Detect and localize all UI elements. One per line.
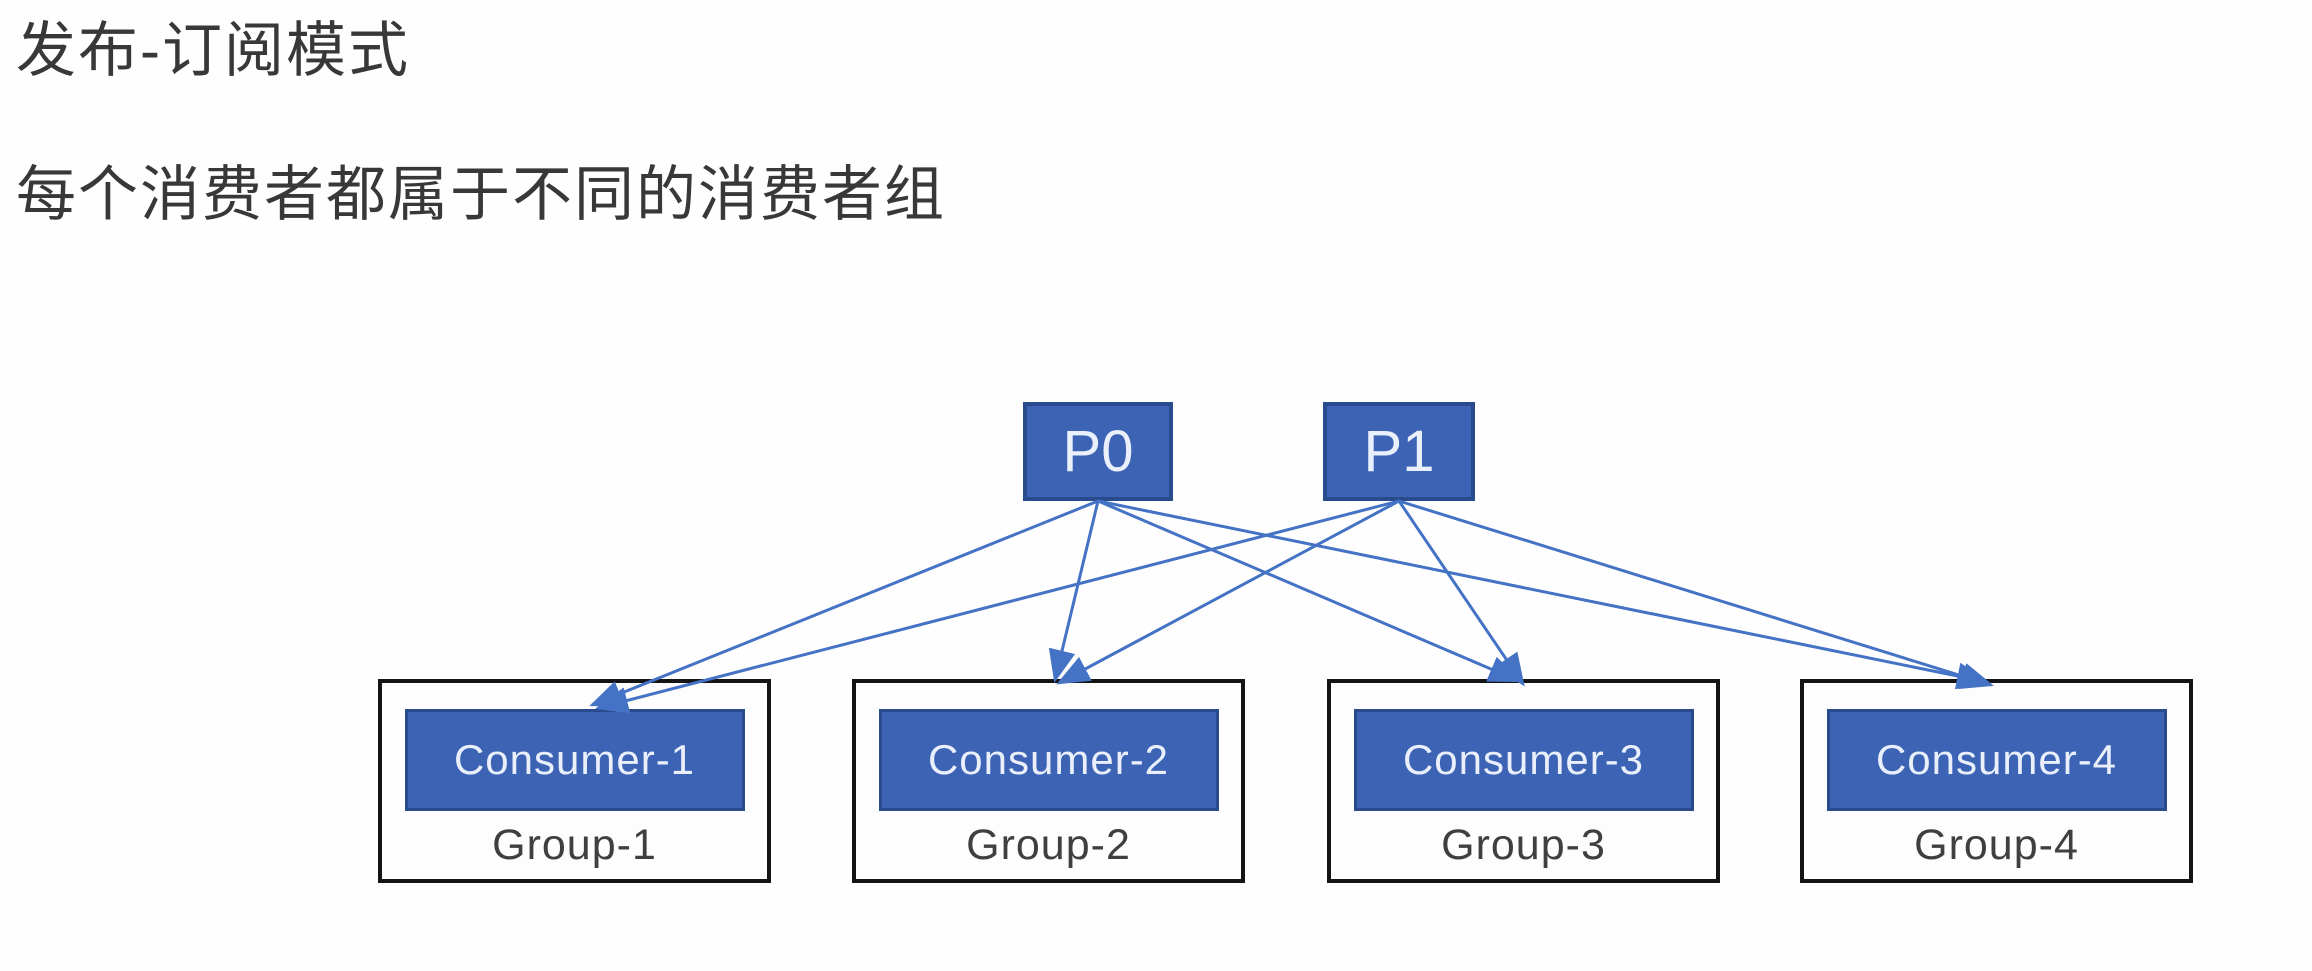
group-box-3: Consumer-3 Group-3: [1327, 679, 1720, 883]
consumer-label: Consumer-4: [1875, 736, 2118, 783]
consumer-node-3: Consumer-3: [1353, 709, 1694, 811]
edge-p0-consumer3: [1097, 499, 1522, 683]
group-label: Group-1: [492, 820, 657, 869]
edge-p1-consumer4: [1398, 499, 1994, 689]
group-box-2: Consumer-2 Group-2: [852, 679, 1245, 883]
group-label: Group-2: [966, 820, 1131, 869]
partition-node-p0: P0: [1023, 402, 1173, 501]
consumer-node-1: Consumer-1: [404, 709, 745, 811]
consumer-label: Consumer-1: [453, 736, 696, 783]
consumer-label: Consumer-2: [927, 736, 1170, 783]
consumer-node-2: Consumer-2: [878, 709, 1219, 811]
group-label: Group-3: [1441, 820, 1606, 869]
group-box-4: Consumer-4 Group-4: [1800, 679, 2193, 883]
partition-label: P1: [1363, 419, 1435, 484]
edge-p1-consumer3: [1397, 500, 1525, 687]
edge-p1-consumer1: [595, 499, 1400, 714]
group-box-1: Consumer-1 Group-1: [378, 679, 771, 883]
partition-label: P0: [1062, 419, 1134, 484]
page-subtitle: 每个消费者都属于不同的消费者组: [16, 161, 946, 228]
consumer-node-4: Consumer-4: [1826, 709, 2167, 811]
page-title: 发布-订阅模式: [16, 17, 410, 84]
edge-p0-consumer1: [589, 499, 1099, 707]
edge-p1-consumer2: [1056, 499, 1400, 685]
partition-node-p1: P1: [1323, 402, 1475, 501]
group-label: Group-4: [1914, 820, 2079, 869]
edge-p0-consumer2: [1048, 500, 1100, 683]
consumer-label: Consumer-3: [1402, 736, 1645, 783]
edge-p0-consumer4: [1097, 499, 1990, 690]
